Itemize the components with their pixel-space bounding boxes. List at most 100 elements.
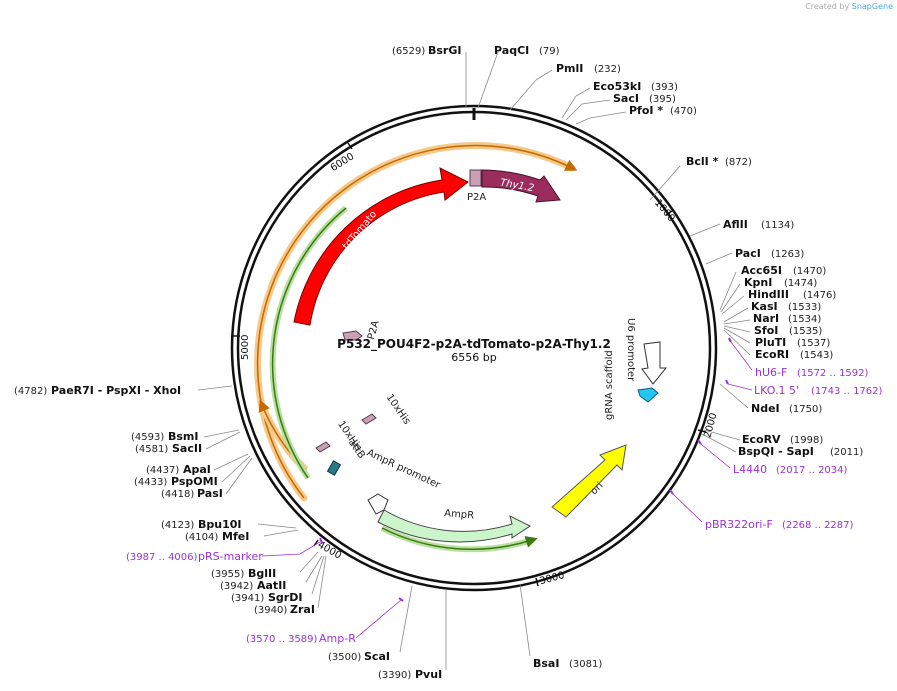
- enzyme-pfoi[interactable]: PfoI *: [629, 104, 663, 117]
- enzyme-xhoi[interactable]: PaeR7I - PspXI - XhoI: [51, 384, 181, 397]
- enzyme-pos-sfoi: (1535): [789, 326, 822, 337]
- enzyme-pos-sgrdi: (3941): [231, 593, 264, 604]
- leader-scai: [399, 585, 413, 653]
- enzyme-pos-bsrgi: (6529): [392, 46, 425, 57]
- grna-label: gRNA scaffold: [604, 350, 615, 420]
- enzyme-pmli[interactable]: PmlI: [556, 62, 583, 75]
- primer-hu6[interactable]: hU6-F: [755, 366, 787, 379]
- leader-acc65i: [719, 271, 737, 311]
- primer-l4440[interactable]: L4440: [733, 463, 767, 476]
- his1-feature[interactable]: [361, 413, 377, 425]
- enzyme-bsmi[interactable]: BsmI: [168, 430, 199, 443]
- leader-hu6: [730, 341, 753, 371]
- leader-bpu10i: [257, 523, 297, 529]
- enzyme-apai[interactable]: ApaI: [183, 463, 211, 476]
- enzyme-sgrdi[interactable]: SgrDI: [268, 591, 302, 604]
- enzyme-ndei[interactable]: NdeI: [751, 402, 780, 415]
- attb-label: attB: [346, 437, 367, 460]
- primer-pos-pbr: (2268 .. 2287): [782, 520, 854, 531]
- leader-aflii: [689, 223, 721, 237]
- plasmid-size: 6556 bp: [451, 351, 496, 364]
- tick-label-6000: 6000: [329, 151, 356, 174]
- primer-pbr[interactable]: pBR322ori-F: [705, 518, 773, 531]
- leader-mfei: [263, 529, 299, 537]
- enzyme-pos-zrai: (3940): [254, 605, 287, 616]
- enzyme-bspqi[interactable]: BspQI - SapI: [738, 445, 814, 458]
- primer-pos-hu6: (1572 .. 1592): [797, 368, 869, 379]
- tdtomato-feature[interactable]: [293, 167, 469, 326]
- enzyme-bpu10i[interactable]: Bpu10I: [198, 518, 242, 531]
- leader-ecori: [723, 329, 751, 356]
- enzyme-kasi[interactable]: KasI: [751, 300, 778, 313]
- enzyme-paqci[interactable]: PaqCI: [494, 44, 529, 57]
- p2a-mid-feature[interactable]: [342, 330, 363, 341]
- enzyme-aflii[interactable]: AflII: [723, 218, 748, 231]
- enzyme-bglii[interactable]: BglII: [248, 567, 276, 580]
- enzyme-ecori[interactable]: EcoRI: [755, 348, 789, 361]
- enzyme-paci[interactable]: PacI: [735, 247, 761, 260]
- p2a-top-feature[interactable]: [469, 169, 482, 187]
- ampr-feature[interactable]: [377, 509, 531, 543]
- u6-promoter-feature[interactable]: [641, 341, 668, 385]
- primer-pos-prs: (3987 .. 4006): [126, 552, 198, 563]
- enzyme-pos-pmli: (232): [594, 64, 621, 75]
- enzyme-pos-aatii: (3942): [220, 581, 253, 592]
- enzyme-ecorv[interactable]: EcoRV: [742, 433, 781, 446]
- leader-eco53ki: [561, 87, 591, 119]
- enzyme-pvui[interactable]: PvuI: [415, 668, 442, 681]
- enzyme-saci[interactable]: SacI: [613, 92, 639, 105]
- enzyme-bsai[interactable]: BsaI: [533, 657, 559, 670]
- tick-label-2000: 2000: [702, 412, 719, 439]
- grna-feature[interactable]: [637, 387, 659, 403]
- leader-bsmi: [203, 429, 240, 438]
- u6-label: U6 promoter: [625, 318, 636, 382]
- enzyme-labels: (6529) BsrGI PaqCI (79) PmlI (232) Eco53…: [14, 44, 863, 681]
- enzyme-kpni[interactable]: KpnI: [744, 276, 772, 289]
- primer-lko[interactable]: LKO.1 5': [754, 384, 799, 397]
- primer-labels: hU6-F (1572 .. 1592) LKO.1 5' (1743 .. 1…: [126, 366, 883, 645]
- green-arc-left-line: [271, 207, 347, 479]
- his2-feature[interactable]: [315, 441, 331, 453]
- leader-sacii: [205, 431, 241, 450]
- attb-feature[interactable]: [326, 460, 342, 476]
- enzyme-pos-scai: (3500): [328, 652, 361, 663]
- enzyme-bsrgi[interactable]: BsrGI: [428, 44, 461, 57]
- primer-mark-pbr: [669, 489, 674, 495]
- leader-ecorv: [703, 429, 741, 441]
- plasmid-name: P532_POU4F2-p2A-tdTomato-p2A-Thy1.2: [337, 337, 611, 352]
- ori-feature[interactable]: [551, 444, 627, 518]
- primer-ampr[interactable]: Amp-R: [319, 632, 356, 645]
- enzyme-pos-pfoi: (470): [670, 106, 697, 117]
- enzyme-scai[interactable]: ScaI: [364, 650, 390, 663]
- enzyme-pos-apai: (4437): [146, 465, 179, 476]
- enzyme-eco53ki[interactable]: Eco53kI: [593, 80, 641, 93]
- enzyme-mfei[interactable]: MfeI: [222, 530, 249, 543]
- enzyme-pos-ecori: (1543): [800, 350, 833, 361]
- primer-mark-hu6: [728, 337, 732, 343]
- enzyme-pos-sacii: (4581): [135, 444, 168, 455]
- enzyme-sfoi[interactable]: SfoI: [754, 324, 778, 337]
- enzyme-pos-pluti: (1537): [797, 338, 830, 349]
- enzyme-pspomi[interactable]: PspOMI: [171, 475, 218, 488]
- enzyme-acc65i[interactable]: Acc65I: [741, 264, 782, 277]
- p2a-mid-label: P2A: [366, 319, 382, 341]
- enzyme-nari[interactable]: NarI: [753, 312, 779, 325]
- leader-zrai: [317, 555, 327, 609]
- enzyme-pasi[interactable]: PasI: [197, 487, 223, 500]
- ampr-promoter-feature[interactable]: [367, 493, 389, 515]
- enzyme-pos-bpu10i: (4123): [161, 520, 194, 531]
- enzyme-bcli[interactable]: BclI *: [686, 155, 719, 168]
- enzyme-sacii[interactable]: SacII: [172, 442, 202, 455]
- ampr-label: AmpR: [444, 508, 475, 522]
- primer-prs[interactable]: pRS-marker: [198, 550, 263, 563]
- thy-feature[interactable]: [481, 169, 561, 203]
- enzyme-pluti[interactable]: PluTI: [755, 336, 786, 349]
- enzyme-aatii[interactable]: AatII: [257, 579, 286, 592]
- enzyme-pos-aflii: (1134): [761, 220, 794, 231]
- leader-bcli: [649, 165, 681, 201]
- enzyme-zrai[interactable]: ZraI: [290, 603, 315, 616]
- leader-kpni: [720, 283, 741, 313]
- enzyme-hindiii[interactable]: HindIII: [748, 288, 789, 301]
- enzyme-pos-kpni: (1474): [784, 278, 817, 289]
